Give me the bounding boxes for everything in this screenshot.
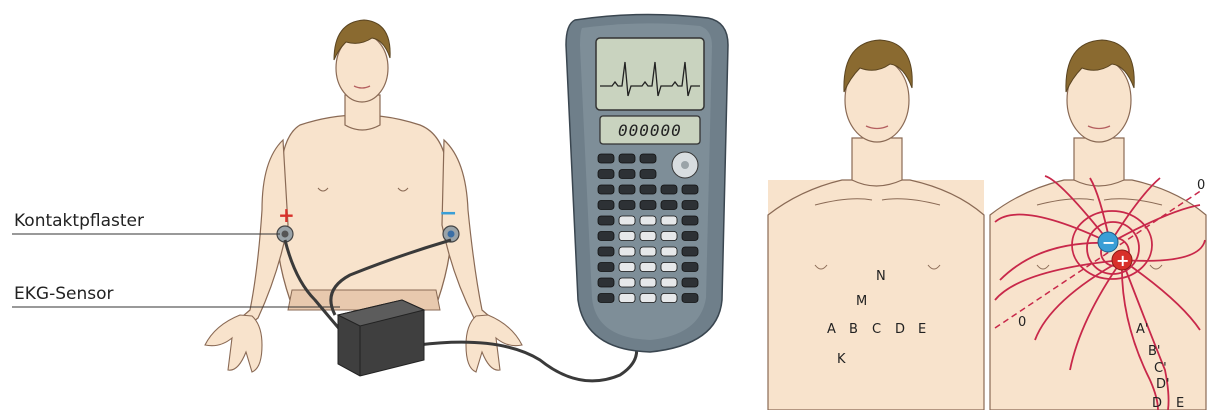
ecg-sensor-box	[338, 300, 424, 376]
point-M: M	[856, 294, 867, 309]
calculator-key	[661, 247, 677, 256]
point-B-prime: B'	[1148, 344, 1161, 359]
calculator-key	[598, 278, 614, 287]
calculator-key	[619, 216, 635, 225]
minus-sign: −	[439, 201, 457, 226]
calculator-key	[682, 278, 698, 287]
point-E: E	[1176, 396, 1184, 410]
electrode-minus	[443, 226, 459, 242]
point-B: B	[849, 322, 858, 337]
left-hand-1	[205, 315, 262, 372]
calculator-key	[598, 294, 614, 303]
calculator-key	[682, 201, 698, 210]
cable-device	[418, 342, 637, 381]
calculator-key	[619, 247, 635, 256]
point-D: D	[895, 322, 905, 337]
calculator-key	[661, 232, 677, 241]
point-A-prime: A'	[1136, 322, 1148, 337]
dipole-positive-sign: +	[1116, 251, 1129, 270]
right-neck	[1074, 138, 1124, 186]
calculator-key	[640, 232, 656, 241]
middle-panel	[768, 40, 984, 410]
calculator-key	[640, 294, 656, 303]
calculator-key	[640, 247, 656, 256]
calculator-key	[619, 170, 635, 179]
calculator-key	[640, 201, 656, 210]
point-D: D	[1152, 396, 1162, 410]
calculator-key	[598, 263, 614, 272]
graphing-calculator: 000000	[566, 14, 728, 352]
right-panel	[990, 40, 1206, 410]
point-D-prime: D'	[1156, 377, 1170, 392]
calculator-key	[640, 263, 656, 272]
calculator-key	[640, 185, 656, 194]
plus-sign: +	[278, 203, 295, 227]
calculator-key	[661, 278, 677, 287]
calculator-key	[598, 185, 614, 194]
calculator-key	[619, 232, 635, 241]
calculator-key	[598, 247, 614, 256]
calculator-key	[598, 201, 614, 210]
point-A: A	[827, 322, 836, 337]
calculator-key	[682, 185, 698, 194]
calculator-key	[661, 201, 677, 210]
calculator-key	[661, 294, 677, 303]
calculator-key	[640, 216, 656, 225]
point-N: N	[876, 269, 886, 284]
calculator-screen	[596, 38, 704, 110]
point-C: C	[872, 322, 881, 337]
dipole-negative-sign: −	[1102, 233, 1115, 252]
calculator-key	[661, 185, 677, 194]
dipole-negative: −	[1098, 232, 1118, 252]
calculator-key	[598, 154, 614, 163]
calculator-key	[640, 170, 656, 179]
calculator-key	[619, 263, 635, 272]
calculator-key	[598, 170, 614, 179]
middle-neck	[852, 138, 902, 186]
zero-right: 0	[1197, 178, 1205, 193]
calculator-key	[640, 278, 656, 287]
dipole-positive: +	[1112, 250, 1132, 270]
calculator-key	[682, 294, 698, 303]
calculator-key	[661, 263, 677, 272]
calculator-key	[619, 154, 635, 163]
point-K: K	[837, 352, 846, 367]
middle-torso	[768, 180, 984, 410]
calculator-key	[598, 216, 614, 225]
contact-patch-label: Kontaktpflaster	[14, 211, 144, 231]
calculator-key	[619, 185, 635, 194]
left-torso	[276, 115, 452, 300]
calculator-key	[619, 294, 635, 303]
calculator-key	[619, 201, 635, 210]
calculator-key	[640, 154, 656, 163]
calculator-key	[619, 278, 635, 287]
calculator-digits: 000000	[618, 121, 682, 140]
calculator-key	[682, 263, 698, 272]
calculator-key	[661, 216, 677, 225]
calculator-key	[682, 232, 698, 241]
point-C-prime: C'	[1154, 361, 1167, 376]
calculator-key	[682, 247, 698, 256]
point-E: E	[918, 322, 926, 337]
ecg-sensor-label: EKG-Sensor	[14, 284, 113, 304]
calculator-key	[598, 232, 614, 241]
zero-left: 0	[1018, 315, 1026, 330]
calculator-key	[682, 216, 698, 225]
